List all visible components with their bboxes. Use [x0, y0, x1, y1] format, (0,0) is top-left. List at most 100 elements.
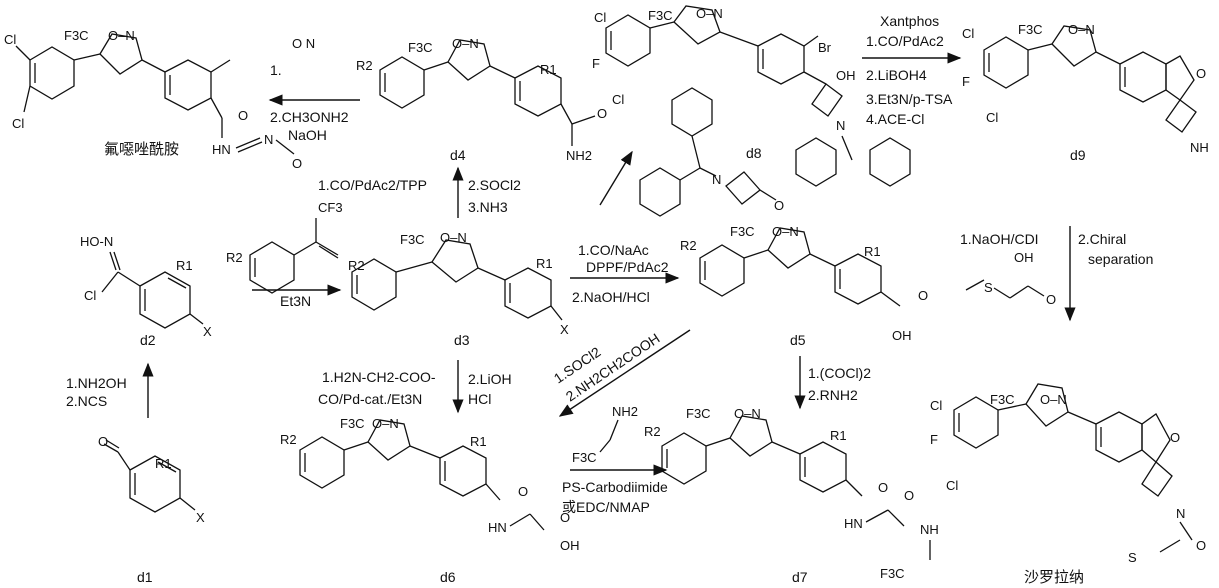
atom-oh: OH [892, 328, 912, 343]
compound-d3: R2 F3C O–N R1 X d3 [348, 230, 569, 348]
label-d6: d6 [440, 569, 456, 585]
atom-cl: Cl [594, 10, 606, 25]
atom-r1: R1 [864, 244, 881, 259]
atom-o: O [238, 108, 248, 123]
atom-r1: R1 [155, 456, 172, 471]
atom-hn: HN [488, 520, 507, 535]
ring-on: O–N [108, 28, 135, 43]
atom-oh: OH [836, 68, 856, 83]
cond-d3d5-2: DPPF/PdAc2 [586, 259, 669, 275]
atom-n: N [712, 172, 721, 187]
atom-r2: R2 [644, 424, 661, 439]
atom-x: X [196, 510, 205, 525]
cond-d9sar-2: 2.Chiral [1078, 231, 1126, 247]
atom-nh: NH [1190, 140, 1209, 155]
atom-r1: R1 [176, 258, 193, 273]
atom-o: O [904, 488, 914, 503]
cond-d8d9-2: Xantphos [880, 13, 939, 29]
atom-cl: Cl [930, 398, 942, 413]
atom-n: N [1176, 506, 1185, 521]
compound-fluralaner: Cl Cl F3C O–N O HN N O 氟噁唑酰胺 [4, 28, 302, 171]
arrow-d5-d6 [558, 329, 691, 417]
cond-d3d6-4: HCl [468, 391, 491, 407]
cond-d4flu-1: 1. [270, 62, 282, 78]
atom-o: O [597, 106, 607, 121]
compound-d9: Cl F Cl F3C O–N O NH d9 [962, 22, 1209, 163]
atom-cl: Cl [12, 116, 24, 131]
atom-o: O [1196, 538, 1206, 553]
atom-f: F [962, 74, 970, 89]
atom-x: X [203, 324, 212, 339]
atom-r1: R1 [830, 428, 847, 443]
atom-nh: NH [920, 522, 939, 537]
atom-nh2: NH2 [566, 148, 592, 163]
atom-oh: OH [1014, 250, 1034, 265]
name-fluralaner: 氟噁唑酰胺 [104, 140, 179, 158]
atom-r2: R2 [356, 58, 373, 73]
atom-cf3: F3C [408, 40, 433, 55]
cond-d4flu-2: 2.CH3ONH2 [270, 109, 349, 125]
atom-r2: R2 [226, 250, 243, 265]
ring-on: O–N [1068, 22, 1095, 37]
atom-cf3: F3C [990, 392, 1015, 407]
atom-f: F [930, 432, 938, 447]
atom-s: S [984, 280, 993, 295]
label-d1: d1 [137, 569, 153, 585]
label-d7: d7 [792, 569, 808, 585]
label-d2: d2 [140, 332, 156, 348]
ring-on: O–N [734, 406, 761, 421]
atom-o: O [560, 510, 570, 525]
atom-cf3: CF3 [318, 200, 343, 215]
atom-r2: R2 [280, 432, 297, 447]
atom-cf3: F3C [400, 232, 425, 247]
ring-on: O–N [440, 230, 467, 245]
compound-sarolaner: Cl F Cl F3C O–N O N O S 沙罗拉纳 [930, 383, 1206, 586]
cond-d8d9-1: 1.CO/PdAc2 [866, 33, 944, 49]
cond-d3d4-2: 2.SOCl2 [468, 177, 521, 193]
reagent-benzhydryl-azetidinone: N O [639, 87, 784, 217]
atom-o: O [292, 156, 302, 171]
ring-on: O–N [696, 6, 723, 21]
atom-oh: OH [560, 538, 580, 553]
atom-cl: Cl [986, 110, 998, 125]
cond-d3d6-3: 2.LiOH [468, 371, 512, 387]
cond-d5d7-1: 1.(COCl)2 [808, 365, 871, 381]
cond-d2d3: Et3N [280, 293, 311, 309]
atom-r1: R1 [540, 62, 557, 77]
atom-o: O [918, 288, 928, 303]
atom-cf3: F3C [648, 8, 673, 23]
compound-d7: R2 F3C O–N R1 O HN O NH F3C d7 [644, 406, 939, 585]
atom-r2: R2 [348, 258, 365, 273]
reagent-trifluoromethylstyrene: CF3 R2 [226, 200, 343, 294]
label-d9: d9 [1070, 147, 1086, 163]
ring-on: O–N [452, 36, 479, 51]
compound-d2: HO-N Cl R1 X d2 [80, 234, 212, 348]
reagent-methylsulfonylacetic-acid: S OH O [965, 250, 1056, 307]
atom-nh2: NH2 [612, 404, 638, 419]
atom-cf3: F3C [340, 416, 365, 431]
compound-d5: R2 F3C O–N R1 O OH d5 [680, 224, 928, 348]
cond-d1d2-2: 2.NCS [66, 393, 107, 409]
cond-d9sar-3: separation [1088, 251, 1153, 267]
cond-d6d7-2: 或EDC/NMAP [562, 499, 650, 515]
label-d4: d4 [450, 147, 466, 163]
cond-d5d7-2: 2.RNH2 [808, 387, 858, 403]
atom-n: N [264, 132, 273, 147]
atom-cl: Cl [946, 478, 958, 493]
atom-cf3: F3C [686, 406, 711, 421]
reagent-dmf-dma: O N [292, 36, 315, 51]
atom-cl: Cl [4, 32, 16, 47]
atom-x: X [560, 322, 569, 337]
cond-d1d2-1: 1.NH2OH [66, 375, 127, 391]
atom-o: O [98, 434, 108, 449]
cond-d8d9-4: 3.Et3N/p-TSA [866, 91, 953, 107]
atom-cf3: F3C [64, 28, 89, 43]
cond-d3d5-3: 2.NaOH/HCl [572, 289, 650, 305]
cond-d3d4-3: 3.NH3 [468, 199, 508, 215]
atom-o: O [518, 484, 528, 499]
atom-o: O [878, 480, 888, 495]
compound-d1: O X R1 d1 [98, 434, 205, 585]
atom-o: O [1196, 66, 1206, 81]
compound-d4: R2 F3C O–N R1 O NH2 d4 [356, 36, 607, 163]
